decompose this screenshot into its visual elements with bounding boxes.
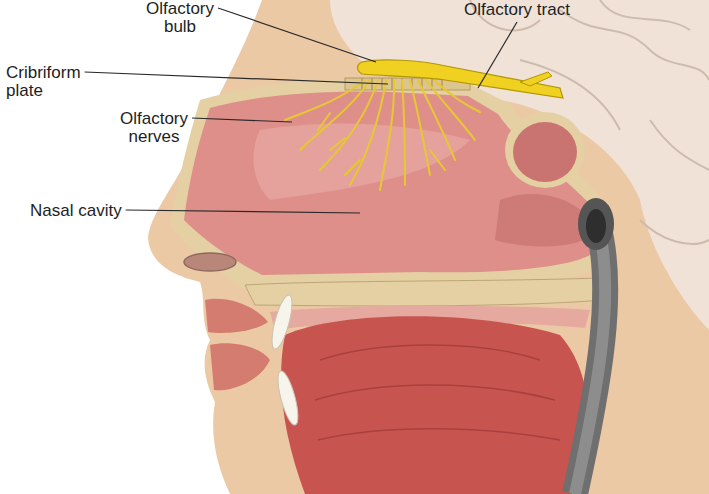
part-label: Olfactory bulb xyxy=(130,0,230,36)
label-text: Olfactory tract xyxy=(464,0,570,19)
leader-line xyxy=(85,72,388,84)
label-text: Nasal cavity xyxy=(30,201,122,220)
leader-line xyxy=(478,22,517,88)
label-text: Olfactory nerves xyxy=(120,109,188,146)
leader-line xyxy=(192,118,292,122)
leader-line xyxy=(126,210,360,213)
label-text: Cribriform plate xyxy=(6,63,81,100)
leader-line xyxy=(218,8,376,62)
part-label: Nasal cavity xyxy=(30,202,190,220)
part-label: Olfactory nerves xyxy=(108,110,200,146)
label-text: Olfactory bulb xyxy=(146,0,214,36)
part-label: Olfactory tract xyxy=(457,1,577,19)
part-label: Cribriform plate xyxy=(6,64,116,100)
